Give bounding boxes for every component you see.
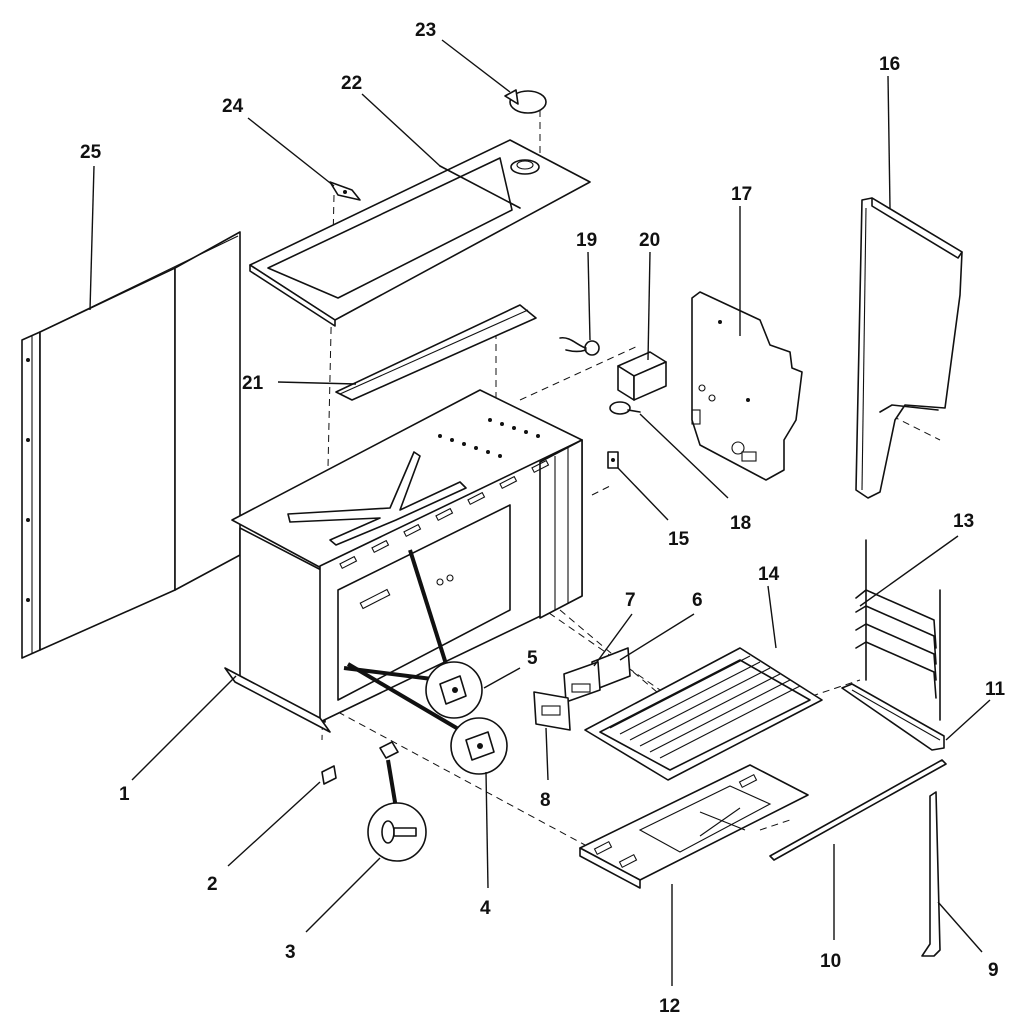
part-label-21: 21 (242, 373, 264, 394)
part-17-control-panel (691, 291, 803, 481)
part-label-19: 19 (576, 230, 597, 251)
part-label-16: 16 (879, 54, 900, 75)
part-label-23: 23 (415, 20, 436, 41)
part-8-bracket (533, 691, 571, 731)
part-label-5: 5 (527, 648, 538, 669)
part-23-cap (504, 89, 547, 114)
part-24-clip (329, 181, 361, 201)
part-label-18: 18 (730, 513, 751, 534)
part-14-filter (584, 647, 823, 781)
part-15-clip (607, 451, 619, 469)
part-label-1: 1 (119, 784, 130, 805)
part-10-strip (769, 759, 947, 861)
part-20-box (617, 351, 667, 401)
part-label-9: 9 (988, 960, 999, 981)
part-label-7: 7 (625, 590, 636, 611)
part-label-12: 12 (659, 996, 680, 1017)
part-label-6: 6 (692, 590, 703, 611)
part-label-20: 20 (639, 230, 660, 251)
leader-lines (89, 39, 991, 986)
part-label-8: 8 (540, 790, 551, 811)
part-11-rail (841, 683, 945, 751)
part-22-top-panel (249, 139, 591, 327)
part-3-screw (367, 741, 427, 862)
part-16-side-cover (855, 197, 963, 499)
part-13-louver-set (855, 539, 941, 721)
part-label-24: 24 (222, 96, 244, 117)
part-21-bracket-rail (335, 304, 537, 401)
part-2-fastener (321, 765, 337, 785)
part-label-15: 15 (668, 529, 690, 550)
part-19-knob (559, 336, 600, 356)
part-label-25: 25 (80, 142, 102, 163)
part-label-11: 11 (985, 679, 1006, 700)
part-9-trim (921, 791, 941, 957)
part-label-17: 17 (731, 184, 752, 205)
part-label-14: 14 (758, 564, 780, 585)
part-label-10: 10 (820, 951, 841, 972)
part-labels: 1 2 3 4 5 6 7 8 9 10 11 12 13 14 15 16 1… (80, 20, 1006, 1017)
part-label-4: 4 (480, 898, 491, 919)
part-1-cabinet-frame (224, 389, 583, 733)
part-label-2: 2 (207, 874, 218, 895)
part-12-base-pan (579, 764, 809, 889)
part-label-22: 22 (341, 73, 362, 94)
part-18-bulb (609, 401, 641, 415)
part-label-3: 3 (285, 942, 296, 963)
part-25-side-panel (21, 231, 241, 659)
part-label-13: 13 (953, 511, 974, 532)
part-7-bracket (563, 661, 601, 703)
part-4-detail (346, 662, 508, 775)
